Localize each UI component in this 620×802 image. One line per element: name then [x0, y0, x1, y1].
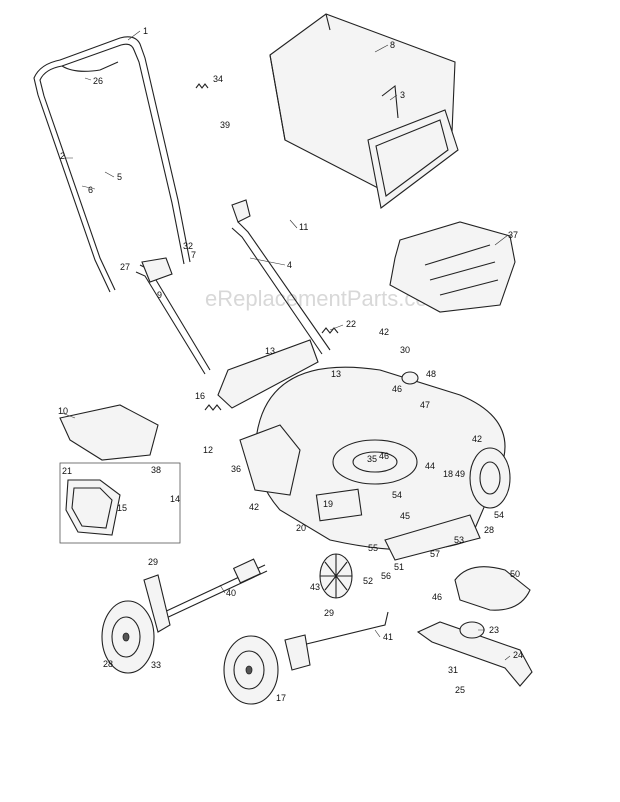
- callout-46b: 46: [379, 451, 389, 461]
- callout-28b: 28: [484, 525, 494, 535]
- callout-54a: 54: [392, 490, 402, 500]
- callout-30: 30: [400, 345, 410, 355]
- callout-4: 4: [287, 260, 292, 270]
- callout-16: 16: [195, 391, 205, 401]
- callout-8: 8: [390, 40, 395, 50]
- callout-39: 39: [220, 120, 230, 130]
- upper-handle: [33, 36, 191, 293]
- mulch-plug: [59, 404, 159, 461]
- callout-56: 56: [381, 571, 391, 581]
- callout-9: 9: [157, 290, 162, 300]
- callout-42c: 42: [249, 502, 259, 512]
- drive-shield: [454, 566, 531, 611]
- callout-13a: 13: [265, 346, 275, 356]
- callout-31: 31: [448, 665, 458, 675]
- callout-42b: 42: [472, 434, 482, 444]
- callout-40: 40: [226, 588, 236, 598]
- leader-lines: [61, 30, 511, 661]
- callout-1: 1: [143, 26, 148, 36]
- callout-28a: 28: [103, 659, 113, 669]
- gear-48: [401, 371, 419, 385]
- callout-3: 3: [400, 90, 405, 100]
- inset-box: [59, 462, 181, 544]
- callout-26: 26: [93, 76, 103, 86]
- callout-47: 47: [420, 400, 430, 410]
- callout-55: 55: [368, 543, 378, 553]
- callout-53: 53: [454, 535, 464, 545]
- callout-15: 15: [117, 503, 127, 513]
- callout-36: 36: [231, 464, 241, 474]
- callout-37: 37: [508, 230, 518, 240]
- callout-12: 12: [203, 445, 213, 455]
- callout-38: 38: [151, 465, 161, 475]
- bag-adapter-frame: [389, 221, 516, 313]
- callout-32: 32: [183, 241, 193, 251]
- callout-50: 50: [510, 569, 520, 579]
- callout-43: 43: [310, 582, 320, 592]
- callout-labels: 1 2 3 4 5 6 7 8 9 10 11 12 13 13 14 15 1…: [58, 26, 523, 703]
- callout-10: 10: [58, 406, 68, 416]
- rear-axle: [159, 558, 268, 621]
- callout-5: 5: [117, 172, 122, 182]
- callout-46a: 46: [392, 384, 402, 394]
- callout-42a: 42: [379, 327, 389, 337]
- grass-bag: [269, 13, 459, 209]
- blade: [416, 621, 533, 687]
- callout-44: 44: [425, 461, 435, 471]
- spring-16: [204, 404, 222, 411]
- rear-flap: [217, 339, 319, 409]
- callout-20: 20: [296, 523, 306, 533]
- callout-35: 35: [367, 454, 377, 464]
- callout-34: 34: [213, 74, 223, 84]
- callout-48: 48: [426, 369, 436, 379]
- drive-wheel-right: [469, 447, 511, 509]
- callout-24: 24: [513, 650, 523, 660]
- lower-handle: [135, 221, 331, 375]
- callout-19: 19: [323, 499, 333, 509]
- callout-17: 17: [276, 693, 286, 703]
- callout-27: 27: [120, 262, 130, 272]
- callout-41: 41: [383, 632, 393, 642]
- callout-6: 6: [88, 185, 93, 195]
- callout-23: 23: [489, 625, 499, 635]
- side-discharge-door: [65, 479, 121, 536]
- callout-2: 2: [60, 151, 65, 161]
- callout-21: 21: [62, 466, 72, 476]
- callout-25: 25: [455, 685, 465, 695]
- spring-22: [321, 327, 339, 334]
- mower-deck: [254, 366, 506, 561]
- callout-52: 52: [363, 576, 373, 586]
- callout-49: 49: [455, 469, 465, 479]
- engine-mount-bracket: [239, 424, 301, 496]
- callout-22: 22: [346, 319, 356, 329]
- callout-51: 51: [394, 562, 404, 572]
- callout-29a: 29: [148, 557, 158, 567]
- callout-46c: 46: [432, 592, 442, 602]
- front-axle: [284, 611, 389, 671]
- callout-13b: 13: [331, 369, 341, 379]
- wheel-cover: [319, 553, 353, 599]
- callout-14: 14: [170, 494, 180, 504]
- callout-11: 11: [299, 222, 308, 232]
- height-adjuster-lever: [143, 574, 171, 633]
- front-wheel: [223, 635, 279, 705]
- callout-29b: 29: [324, 608, 334, 618]
- callout-7: 7: [191, 250, 196, 260]
- callout-33: 33: [151, 660, 161, 670]
- callout-18: 18: [443, 469, 453, 479]
- handle-bracket-right: [231, 199, 251, 223]
- callout-45: 45: [400, 511, 410, 521]
- callout-57: 57: [430, 549, 440, 559]
- spring-34: [195, 83, 209, 89]
- rear-wheel-left: [101, 600, 155, 674]
- callout-54b: 54: [494, 510, 504, 520]
